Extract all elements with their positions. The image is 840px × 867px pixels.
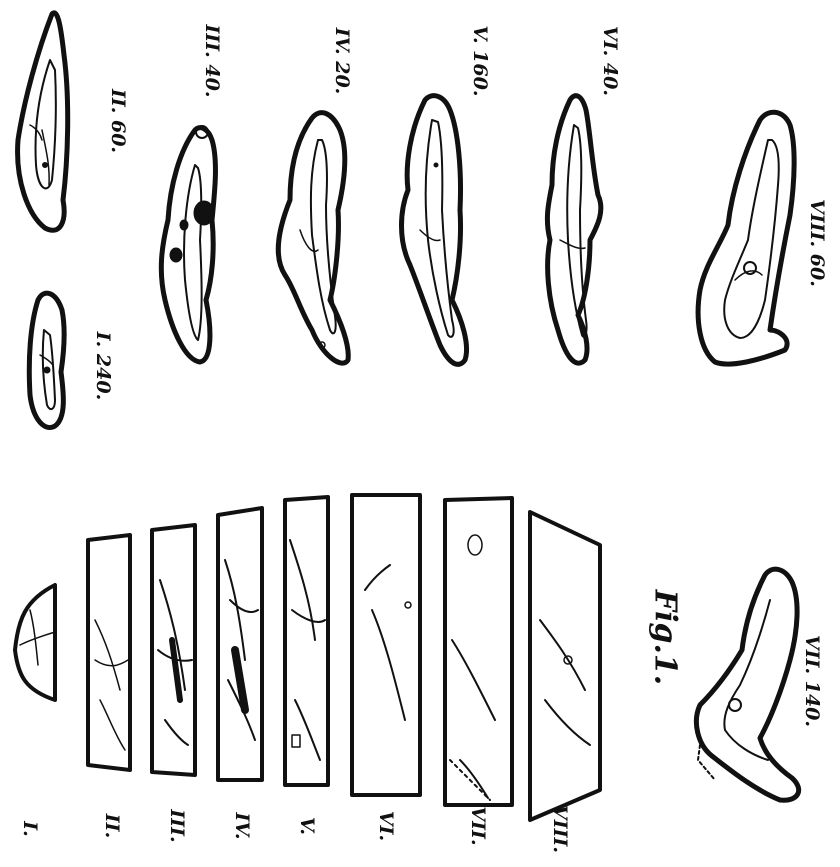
panel-label-VIII: VIII. 60. xyxy=(806,198,828,288)
slice-V xyxy=(285,497,328,785)
section-label-VI: VI. xyxy=(375,802,397,850)
section-label-V: V. xyxy=(296,806,318,846)
slice-VII xyxy=(445,498,512,805)
section-label-II: II. xyxy=(101,806,123,846)
slice-VIII xyxy=(530,512,600,820)
section-label-VIII: VIII. xyxy=(549,797,571,861)
section-outline-VII xyxy=(696,569,798,800)
slice-VI xyxy=(352,495,420,795)
panel-label-VI: VI. 40. xyxy=(599,21,621,101)
panel-label-III: III. 40. xyxy=(201,21,223,101)
section-outline-VI xyxy=(547,96,600,363)
panel-label-V: V. 160. xyxy=(469,21,491,101)
section-outline-VIII xyxy=(698,112,794,364)
slice-IV xyxy=(218,508,262,780)
section-label-III: III. xyxy=(166,802,188,850)
section-outline-IV xyxy=(278,113,348,363)
section-outline-II xyxy=(18,13,68,230)
section-label-I: I. xyxy=(19,809,41,849)
section-outline-III xyxy=(161,126,215,362)
panel-label-VII: VII. 140. xyxy=(801,631,823,731)
section-outline-I xyxy=(29,293,64,427)
slice-III xyxy=(152,525,195,775)
figure-title: Fig.1. xyxy=(648,578,683,698)
section-label-VII: VII. xyxy=(467,798,489,854)
panel-label-I: I. 240. xyxy=(92,321,114,411)
slice-II xyxy=(88,535,130,770)
section-outline-V xyxy=(402,96,467,365)
panel-label-IV: IV. 20. xyxy=(331,21,353,101)
section-label-IV: IV. xyxy=(231,802,253,850)
slice-I xyxy=(15,585,55,700)
panel-label-II: II. 60. xyxy=(107,81,129,161)
